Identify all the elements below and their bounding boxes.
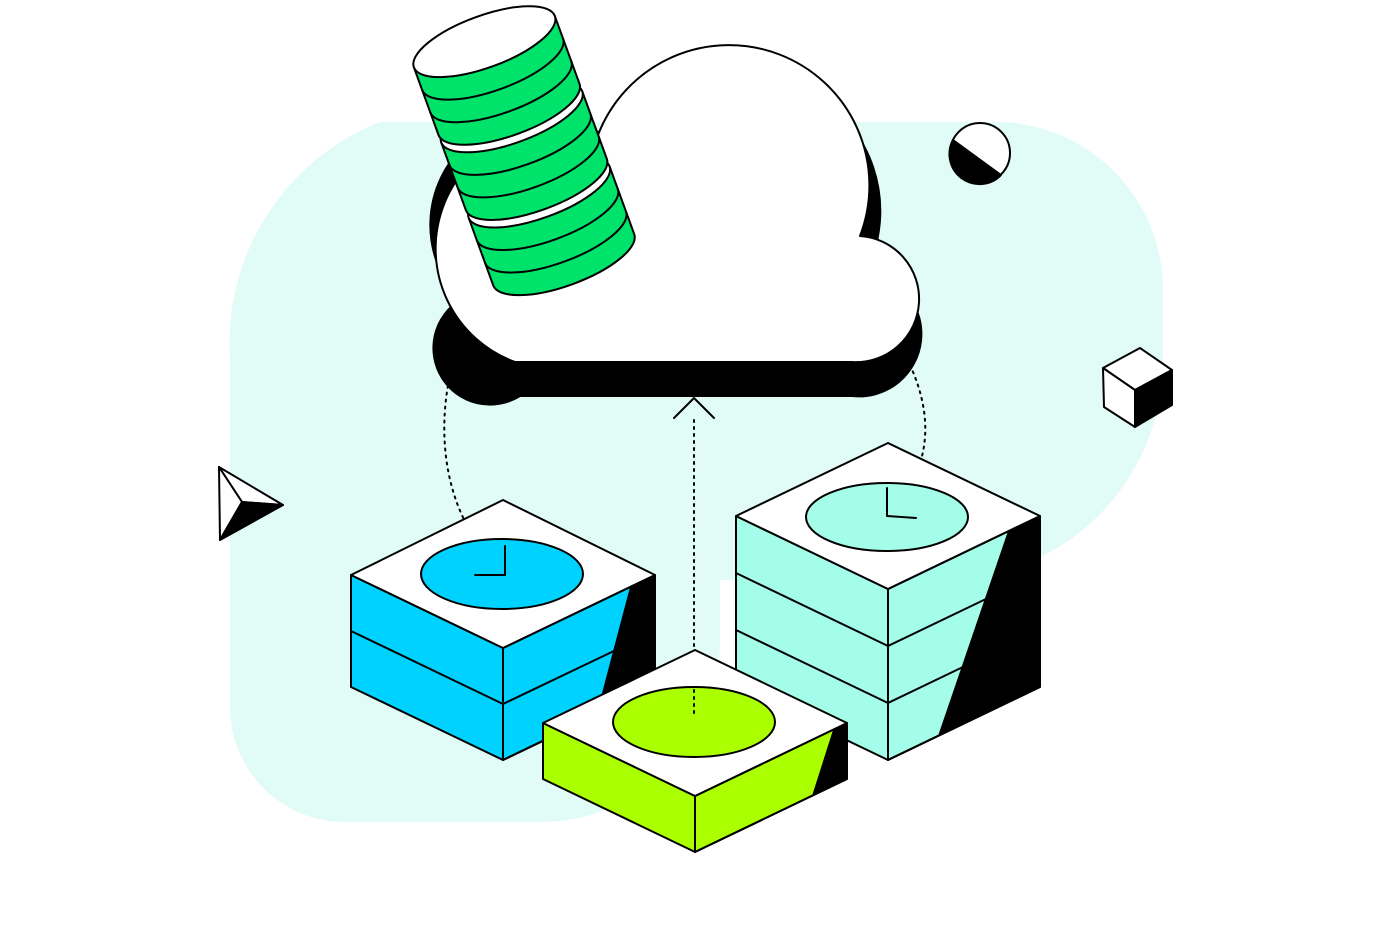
half-moon-icon xyxy=(948,122,1011,186)
lime-dial xyxy=(612,686,776,758)
storage-block-lime xyxy=(542,649,848,853)
clock-icon xyxy=(420,538,584,610)
storage-block-blue xyxy=(350,499,656,761)
database-disk-1 xyxy=(412,5,581,146)
clock-icon xyxy=(805,482,969,552)
sync-path-left xyxy=(443,344,503,571)
cube-icon xyxy=(1102,347,1173,428)
database-icon xyxy=(412,5,636,297)
pointer-icon xyxy=(218,466,284,541)
arrow-up-icon xyxy=(673,397,715,419)
